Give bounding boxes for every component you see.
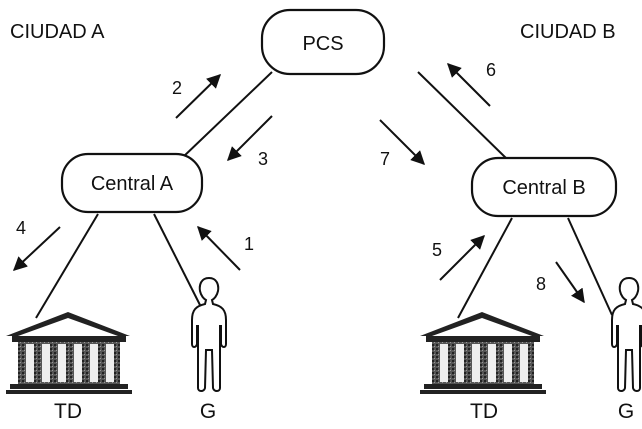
- link-central-b-td: [457, 217, 513, 319]
- step-3-arrow: [227, 115, 273, 161]
- step-5-label: 5: [432, 240, 442, 260]
- pcs-node: PCS: [260, 8, 386, 76]
- step-2-arrow: [175, 74, 222, 119]
- central-a-node: Central A: [60, 152, 204, 214]
- pcs-node-label: PCS: [302, 33, 343, 55]
- person-icon-a: [191, 276, 227, 392]
- link-central-a-g: [153, 213, 201, 306]
- step-8-arrow: [555, 261, 585, 304]
- td-label-a: TD: [54, 400, 82, 423]
- step-1-arrow: [197, 225, 241, 271]
- step-6-arrow: [447, 63, 491, 107]
- td-building-icon-a: [6, 312, 132, 394]
- central-a-node-label: Central A: [91, 173, 174, 195]
- step-3-label: 3: [258, 149, 268, 169]
- link-central-a-td: [35, 213, 99, 319]
- step-4-arrow: [12, 226, 61, 271]
- g-label-b: G: [618, 400, 634, 423]
- step-6-label: 6: [486, 60, 496, 80]
- person-icon-b: [611, 276, 642, 392]
- step-8-label: 8: [536, 274, 546, 294]
- step-1-label: 1: [244, 234, 254, 254]
- step-7-label: 7: [380, 149, 390, 169]
- td-building-icon-b: [420, 312, 546, 394]
- city-b-label: CIUDAD B: [520, 21, 616, 43]
- central-b-node: Central B: [470, 156, 618, 218]
- step-7-arrow: [379, 119, 425, 165]
- link-pcs-central-a: [181, 71, 273, 159]
- td-label-b: TD: [470, 400, 498, 423]
- step-5-arrow: [439, 235, 485, 281]
- step-2-label: 2: [172, 78, 182, 98]
- link-central-b-g: [567, 217, 613, 316]
- city-a-label: CIUDAD A: [10, 21, 105, 43]
- link-pcs-central-b: [417, 71, 509, 161]
- central-b-node-label: Central B: [502, 177, 585, 199]
- g-label-a: G: [200, 400, 216, 423]
- step-4-label: 4: [16, 218, 26, 238]
